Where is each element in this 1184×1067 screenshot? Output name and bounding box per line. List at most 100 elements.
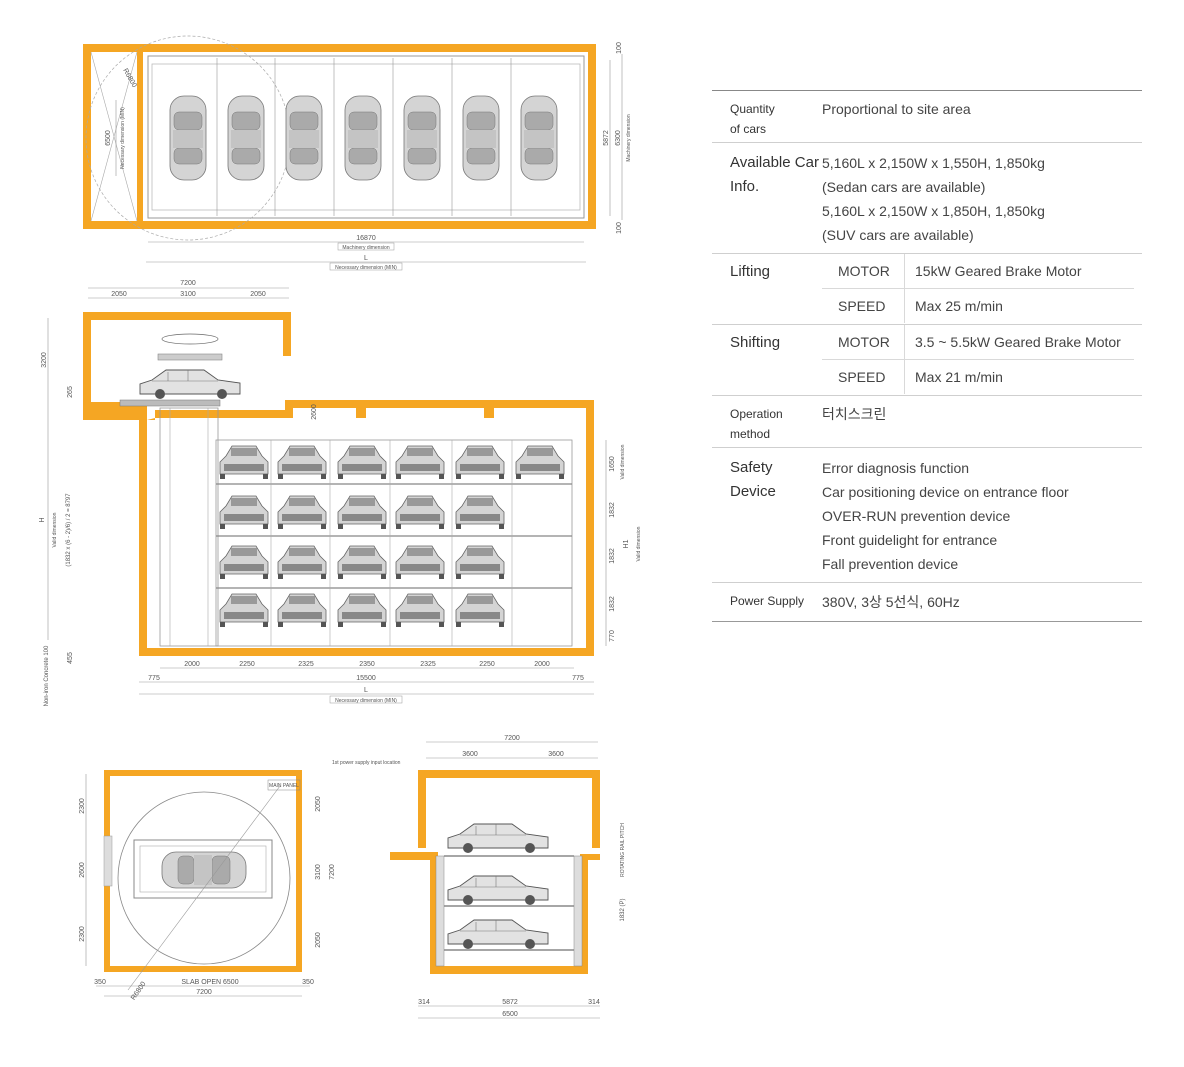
sec-dim-455: 455 [67,652,74,664]
sec-dim-770: 770 [609,630,616,642]
car-info-line: (SUV cars are available) [822,227,974,243]
sec-dim-2600: 2600 [311,404,318,420]
top-dim-5872: 5872 [603,130,610,146]
lifting-motor-label: MOTOR [838,263,890,279]
top-dim-16870: 16870 [356,235,376,242]
sec-bay-3: 2325 [298,661,314,668]
spec-value-shifting: MOTOR 3.5 ~ 5.5kW Geared Brake Motor SPE… [822,325,1142,395]
sec-bay-5: 2325 [420,661,436,668]
lifting-speed-label: SPEED [838,298,886,314]
top-radius: R6800 [121,68,137,89]
spec-row-power: Power Supply 380V, 3상 5선식, 60Hz [712,583,1142,622]
ent-dim-2600: 2600 [79,862,86,878]
sec-dim-1650: 1650 [609,456,616,472]
sec-note-valid-a: Valid dimension [620,444,626,479]
ent-power-input: 1st power supply input location [332,760,401,766]
technical-drawings: 6500 Necessary dimension (MIN) R6800 587… [39,35,642,1019]
ent-dim-2300-b: 2300 [79,926,86,942]
sec-dim-3200: 3200 [41,352,48,368]
ent-dim-2300-a: 2300 [79,798,86,814]
safety-line: OVER-RUN prevention device [822,508,1011,524]
lifting-motor-value: 15kW Geared Brake Motor [904,254,1134,288]
esec-dim-3600-a: 3600 [462,751,478,758]
top-dim-L: L [364,255,368,262]
spec-value-power: 380V, 3상 5선식, 60Hz [822,594,960,610]
shifting-motor-value: 3.5 ~ 5.5kW Geared Brake Motor [904,325,1134,359]
spec-label-car-info: Available Car Info. [730,154,819,195]
entrance-section-drawing: 7200 3600 3600 ROTATING RAIL PITCH 1832 … [390,735,626,1019]
shifting-speed-label: SPEED [838,369,886,385]
top-note-machinery-vertical: Machinery dimension [626,114,632,161]
entrance-plan-drawing: MAIN PANEL 1st power supply input locati… [79,760,401,1002]
shifting-motor-label: MOTOR [838,334,890,350]
sec-non-iron: Non-iron Concrete 100 [44,645,50,706]
section-drawing: 7200 2050 3100 2050 3200 265 H Valid dim… [39,280,642,706]
esec-dim-1832: 1832 (P) [620,898,626,921]
esec-dim-6500: 6500 [502,1011,518,1018]
spec-value-operation: 터치스크린 [822,406,887,422]
sec-bay-7: 2000 [534,661,550,668]
ent-dim-350-a: 350 [94,979,106,986]
sec-dim-775-b: 775 [572,675,584,682]
car-info-line: 5,160L x 2,150W x 1,850H, 1,850kg [822,203,1045,219]
spec-row-quantity: Quantity of cars Proportional to site ar… [712,91,1142,143]
sec-dim-265: 265 [67,386,74,398]
top-note-machinery: Machinery dimension [342,245,389,251]
sec-dim-H: H [39,517,46,522]
car-info-line: 5,160L x 2,150W x 1,550H, 1,850kg [822,155,1045,171]
spec-row-car-info: Available Car Info. 5,160L x 2,150W x 1,… [712,143,1142,254]
sec-bay-6: 2250 [479,661,495,668]
ent-dim-7200: 7200 [196,989,212,996]
ent-dim-2050-b: 2050 [315,932,322,948]
spec-label-shifting: Shifting [730,334,781,351]
top-note-necessary: Necessary dimension (MIN) [335,265,397,271]
spec-label-power: Power Supply [730,594,805,608]
spec-value-quantity: Proportional to site area [822,101,971,117]
esec-dim-3600-b: 3600 [548,751,564,758]
ent-dim-2050-a: 2050 [315,796,322,812]
spec-row-operation: Operation method 터치스크린 [712,396,1142,448]
sec-dim-2050-b: 2050 [250,291,266,298]
sec-dim-15500: 15500 [356,675,376,682]
esec-dim-314-b: 314 [588,999,600,1006]
top-dim-100-bottom: 100 [616,222,623,234]
sec-dim-H1: H1 [623,539,630,548]
sec-dim-7200: 7200 [180,280,196,287]
spec-label-operation: Operation method [730,407,783,441]
sec-formula: (1832 x (6 - 2)/6) / 2 = 8797 [66,493,72,567]
top-dim-100-top: 100 [616,42,623,54]
shifting-motor-row: MOTOR 3.5 ~ 5.5kW Geared Brake Motor [822,325,1134,360]
safety-line: Fall prevention device [822,556,959,572]
spec-value-car-info: 5,160L x 2,150W x 1,550H, 1,850kg (Sedan… [822,143,1142,253]
top-dim-6300: 6300 [615,130,622,146]
sec-valid-h: Valid dimension [52,512,58,547]
sec-bay-2: 2250 [239,661,255,668]
shifting-speed-row: SPEED Max 21 m/min [822,360,1134,394]
ent-dim-3100: 3100 [315,864,322,880]
sec-bay-4: 2350 [359,661,375,668]
esec-dim-314-a: 314 [418,999,430,1006]
car-info-line: (Sedan cars are available) [822,179,986,195]
safety-line: Car positioning device on entrance floor [822,484,1069,500]
esec-rail: ROTATING RAIL PITCH [620,823,626,877]
sec-dim-L: L [364,687,368,694]
esec-dim-7200: 7200 [504,735,520,742]
lifting-speed-row: SPEED Max 25 m/min [822,289,1134,323]
sec-dim-3100: 3100 [180,291,196,298]
sec-bay-1: 2000 [184,661,200,668]
shifting-speed-value: Max 21 m/min [904,360,1134,394]
spec-label-lifting: Lifting [730,263,771,280]
ent-slab: SLAB OPEN 6500 [181,979,238,986]
sec-dim-1832-c: 1832 [609,596,616,612]
spec-table: Quantity of cars Proportional to site ar… [712,90,1142,622]
spec-row-shifting: Shifting MOTOR 3.5 ~ 5.5kW Geared Brake … [712,325,1142,396]
lifting-speed-value: Max 25 m/min [904,289,1134,323]
spec-row-safety: Safety Device Error diagnosis function C… [712,448,1142,583]
safety-line: Front guidelight for entrance [822,532,998,548]
top-plan-drawing: 6500 Necessary dimension (MIN) R6800 587… [83,35,632,271]
spec-row-lifting: Lifting MOTOR 15kW Geared Brake Motor SP… [712,254,1142,325]
sec-note-valid-b: Valid dimension [636,526,642,561]
spec-label-quantity: Quantity of cars [730,102,775,136]
ent-dim-350-b: 350 [302,979,314,986]
sec-dim-1832-b: 1832 [609,548,616,564]
